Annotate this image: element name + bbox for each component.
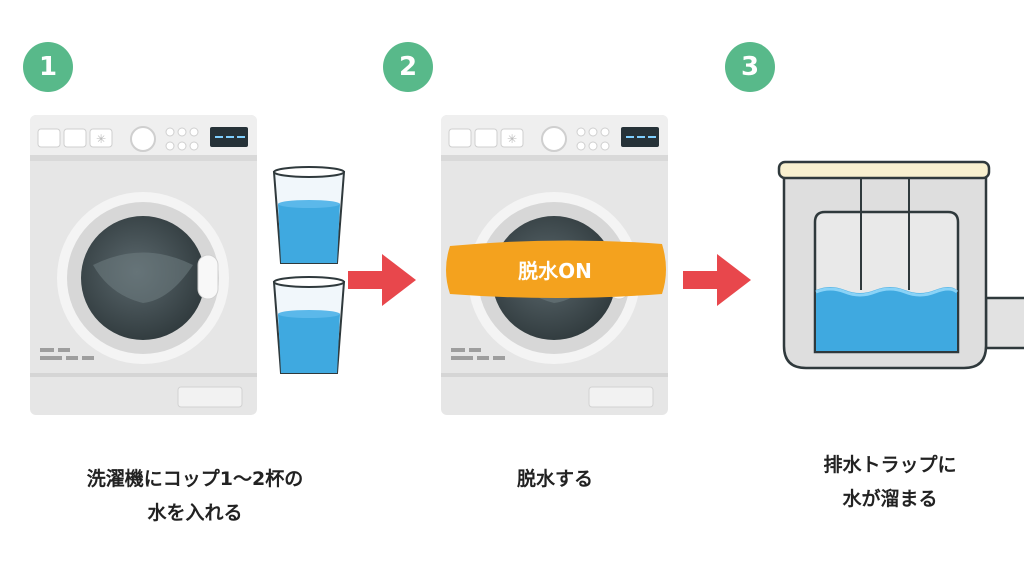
svg-text:✳: ✳ [507, 132, 517, 146]
step-2-caption-line-1: 脱水する [516, 468, 593, 490]
step-3-caption-line-1: 排水トラップに [823, 454, 957, 476]
glass-of-water-icon [272, 276, 346, 374]
spin-on-label: 脱水ON [518, 258, 592, 283]
step-3-caption: 排水トラップに 水が溜まる [760, 448, 1020, 516]
washing-machine-icon: ✳ [30, 115, 257, 415]
svg-text:✳: ✳ [96, 132, 106, 146]
arrow-right-icon [683, 254, 751, 306]
step-1-caption: 洗濯機にコップ1〜2杯の 水を入れる [30, 462, 360, 530]
step-3-badge: 3 [725, 42, 775, 92]
step-3-caption-line-2: 水が溜まる [842, 488, 938, 510]
glass-of-water-icon [272, 166, 346, 264]
drain-trap-icon [777, 160, 1024, 370]
step-1-caption-line-2: 水を入れる [147, 502, 243, 524]
step-2-caption: 脱水する [440, 462, 670, 496]
arrow-right-icon [348, 254, 416, 306]
step-1-caption-line-1: 洗濯機にコップ1〜2杯の [86, 468, 304, 490]
spin-banner [446, 240, 666, 298]
step-1-badge: 1 [23, 42, 73, 92]
step-2-badge: 2 [383, 42, 433, 92]
